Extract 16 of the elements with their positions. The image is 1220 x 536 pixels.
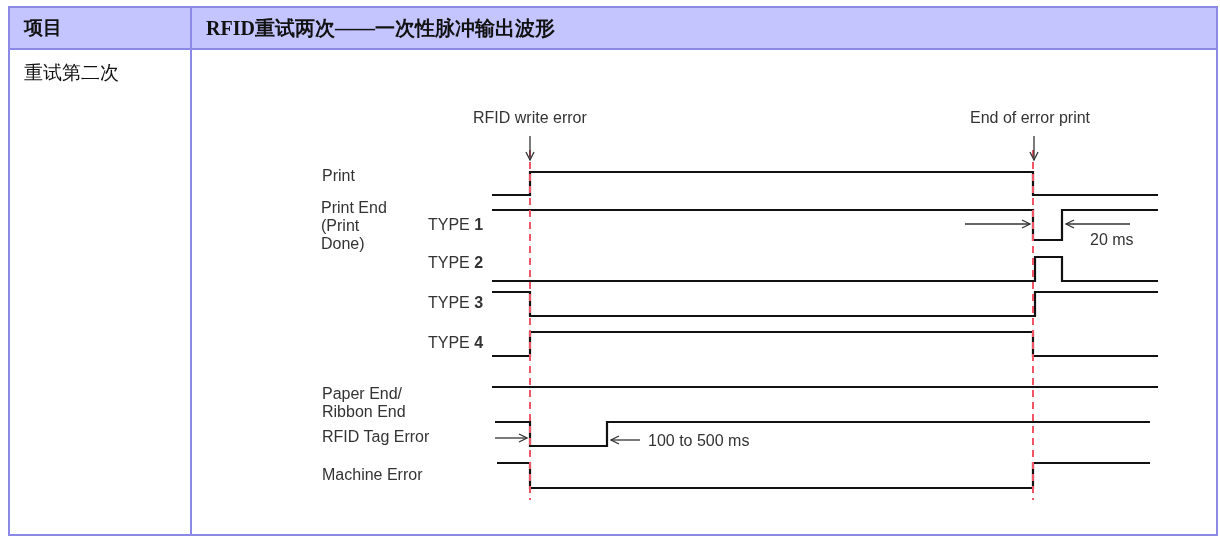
row-header: 重试第二次: [24, 60, 119, 85]
signal-label: TYPE 1: [428, 216, 484, 234]
column-header: 项目: [24, 15, 62, 40]
signal-label: RFID Tag Error: [322, 428, 430, 446]
signal-label: TYPE 4: [428, 334, 484, 352]
signal-label: Print: [322, 167, 355, 185]
event-label: End of error print: [970, 109, 1091, 127]
duration-label: 100 to 500 ms: [648, 432, 750, 450]
signal-label: TYPE 3: [428, 294, 484, 312]
duration-label: 20 ms: [1090, 231, 1134, 249]
column-header: RFID重试两次——一次性脉冲输出波形: [206, 16, 555, 41]
signal-label: Print End (Print Done): [321, 199, 388, 253]
signal-label: TYPE 2: [428, 254, 484, 272]
signal-label: Machine Error: [322, 466, 423, 484]
signal-label: Paper End/ Ribbon End: [322, 385, 407, 421]
event-label: RFID write error: [473, 109, 587, 127]
